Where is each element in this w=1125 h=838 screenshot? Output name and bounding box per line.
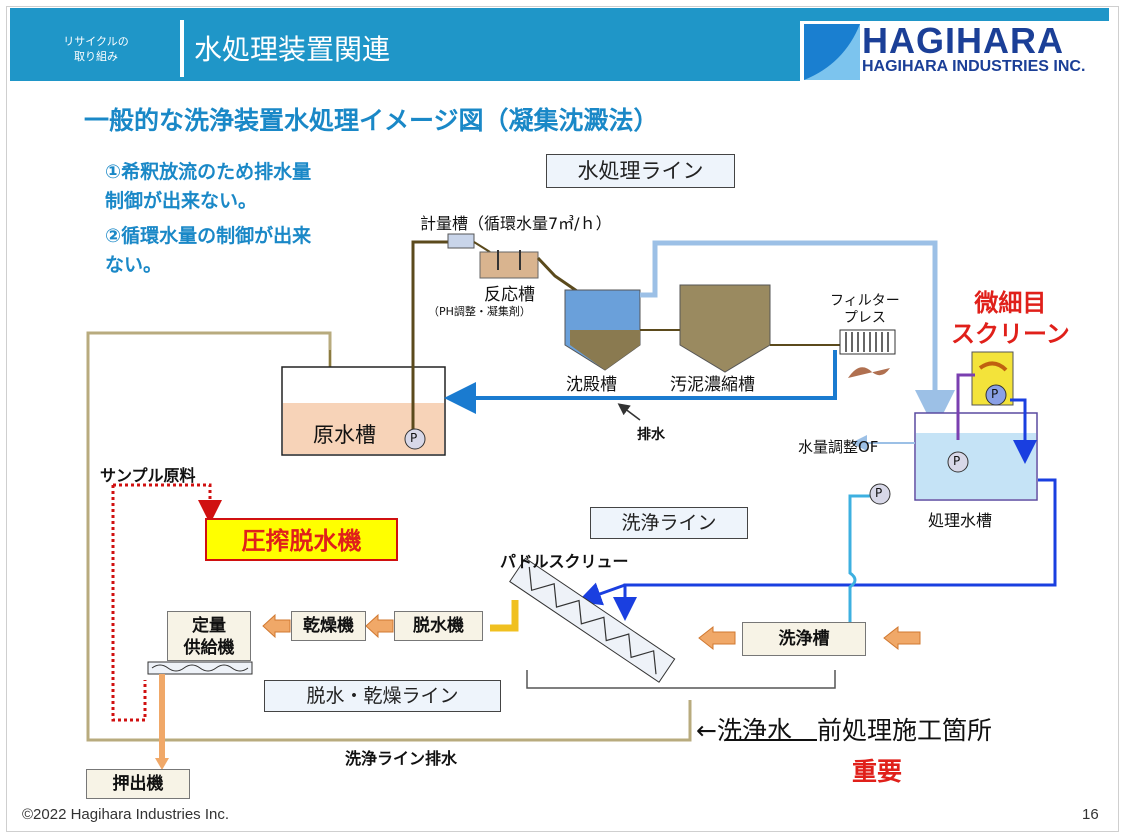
diagram-title: 一般的な洗浄装置水処理イメージ図（凝集沈澱法）: [84, 106, 659, 135]
sludge-tank-label: 汚泥濃縮槽: [670, 375, 755, 395]
sample-path-top: [113, 483, 222, 524]
pump-treated-icon: P: [953, 454, 961, 468]
reaction-tank: [479, 251, 539, 279]
flow-arrows-orange: [262, 613, 921, 651]
note-1: ①希釈放流のため排水量制御が出来ない。: [105, 161, 312, 212]
extruder-box: 押出機: [86, 769, 190, 799]
water-line-label: 水処理ライン: [546, 154, 735, 188]
note-2: ②循環水量の制御が出来ない。: [105, 225, 312, 276]
drain-return-pipe: [444, 350, 837, 414]
filter-press-label: フィルター プレス: [830, 293, 900, 326]
pump-raw-icon: P: [410, 431, 418, 445]
wash-water-pipe: [848, 494, 870, 623]
slide-frame: [6, 6, 1119, 832]
dry-line-label: 脱水・乾燥ライン: [264, 680, 501, 712]
paddle-screw-label: パドルスクリュー: [500, 552, 629, 571]
treated-tank-label: 処理水槽: [928, 511, 993, 530]
sludge-tank: [679, 284, 771, 373]
sample-label: サンプル原料: [100, 466, 196, 485]
important-label: 重要: [852, 757, 903, 786]
metering-tank-label: 計量槽（循環水量7㎥/ｈ）: [420, 214, 612, 233]
pump-screen-icon: P: [991, 387, 999, 401]
notes: ①希釈放流のため排水量制御が出来ない。 ②循環水量の制御が出来ない。: [105, 158, 325, 280]
overflow-pipe: [640, 240, 955, 430]
extruder-arrow: [155, 758, 169, 770]
sample-path-bottom: [111, 485, 147, 722]
treated-water-level: [916, 433, 1036, 499]
drain-pointer: [617, 403, 641, 421]
metering-tank: [447, 233, 475, 249]
paddle-screw: [509, 557, 676, 683]
logo-company-name: HAGIHARA INDUSTRIES INC.: [862, 58, 1086, 75]
pretreat-bracket: [526, 670, 836, 689]
discharge-chute: [490, 600, 519, 632]
circulation-pipe: [613, 478, 1057, 621]
feeder-screw-flight: [151, 664, 249, 672]
section-label: リサイクルの 取り組み: [63, 35, 129, 63]
settling-tank-label: 沈殿槽: [566, 375, 617, 395]
logo-mark-icon: [804, 24, 860, 80]
level-of-label: 水量調整OF: [798, 438, 879, 456]
pump-wash-icon: P: [875, 486, 883, 500]
filter-plates: [845, 332, 889, 352]
screen-mesh: [978, 361, 1008, 372]
filter-cake: [848, 367, 890, 378]
feeder-box: 定量 供給機: [167, 611, 251, 661]
pretreat-underline: [725, 739, 817, 741]
wash-line-label: 洗浄ライン: [590, 507, 748, 539]
wash-drain-label: 洗浄ライン排水: [345, 749, 458, 768]
screen-return-pipe: [1010, 398, 1037, 464]
page-number: 16: [1082, 806, 1099, 823]
press-dehydrator-box: 圧搾脱水機: [205, 518, 398, 561]
dehydrator-box: 脱水機: [394, 611, 483, 641]
page-title: 水処理装置関連: [194, 33, 391, 66]
logo-wordmark: HAGIHARA: [862, 20, 1064, 61]
fine-screen-label: 微細目 スクリーン: [951, 289, 1070, 348]
feed-pipe: [411, 240, 448, 430]
reaction-tank-label: 反応槽: [484, 285, 535, 305]
metering-pipe: [473, 241, 491, 253]
copyright: ©2022 Hagihara Industries Inc.: [22, 806, 230, 823]
paddle-feed-arrow: [577, 582, 626, 606]
filter-press: [839, 329, 896, 355]
company-logo: HAGIHARA HAGIHARA INDUSTRIES INC.: [800, 21, 1116, 83]
header-bar: リサイクルの 取り組み 水処理装置関連 HAGIHARA HAGIHARA IN…: [10, 8, 1116, 83]
pretreat-label: ←洗浄水 前処理施工箇所: [696, 711, 992, 747]
dryer-box: 乾燥機: [291, 611, 366, 641]
settling-sludge: [570, 330, 640, 370]
screen-feed-pipe: [956, 373, 975, 440]
drain-label: 排水: [637, 427, 665, 443]
wash-drain-pipe: [86, 331, 692, 742]
pump-icons: [404, 384, 1007, 505]
reaction-tank-note: （PH調整・凝集剤）: [428, 305, 531, 318]
wash-tank-box: 洗浄槽: [742, 622, 866, 656]
header-divider: [180, 20, 184, 77]
raw-tank-label: 原水槽: [313, 423, 376, 447]
